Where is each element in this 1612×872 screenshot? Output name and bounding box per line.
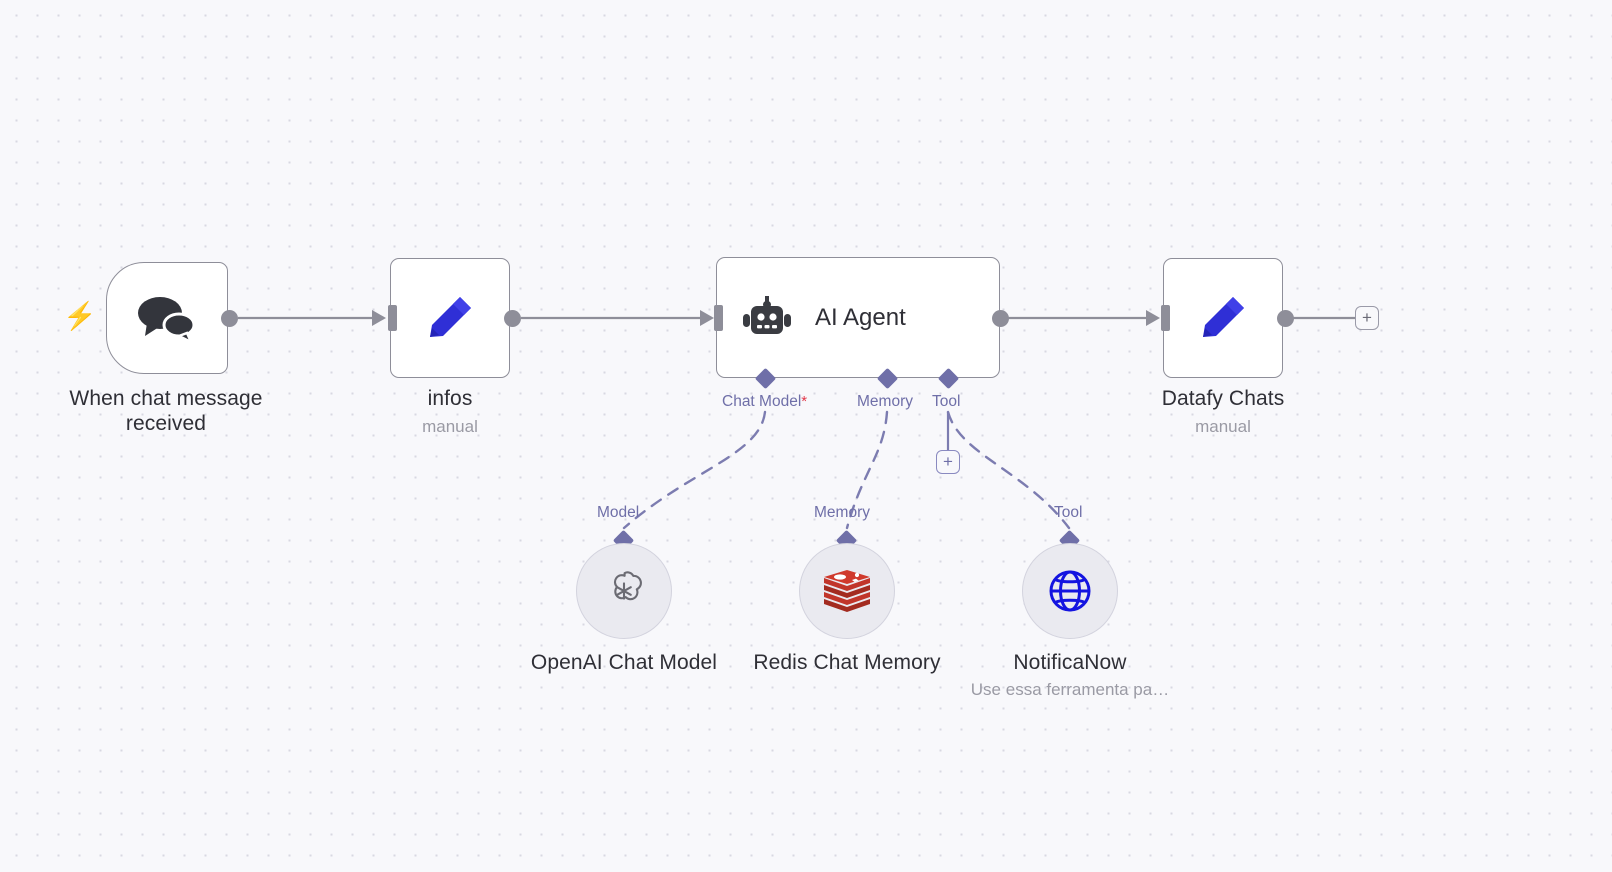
openai-chat-model-label: OpenAI Chat Model bbox=[530, 651, 718, 674]
openai-port-label: Model bbox=[597, 504, 640, 521]
chat-bubbles-icon bbox=[135, 293, 199, 345]
redis-icon bbox=[822, 568, 872, 614]
infos-node-body[interactable] bbox=[390, 258, 510, 378]
datafy-chats-node-subtitle: manual bbox=[1195, 417, 1251, 436]
trigger-node-label: When chat message received bbox=[69, 387, 263, 435]
notificanow-port-label: Tool bbox=[1054, 504, 1083, 521]
datafy-chats-input-port[interactable] bbox=[1153, 305, 1171, 331]
trigger-node-body[interactable] bbox=[106, 262, 228, 374]
redis-chat-memory-label: Redis Chat Memory bbox=[753, 651, 941, 674]
lightning-bolt-icon: ⚡ bbox=[63, 301, 97, 331]
ai-agent-port-memory-label: Memory bbox=[857, 393, 913, 410]
edge-agent-to-openai bbox=[622, 410, 767, 530]
openai-icon bbox=[600, 567, 648, 615]
chat-model-label-text: Chat Model bbox=[722, 393, 802, 410]
edge-agent-to-notificanow bbox=[946, 410, 1071, 530]
pencil-icon bbox=[1192, 287, 1254, 349]
chat-model-required-star: * bbox=[801, 393, 808, 410]
infos-output-port[interactable] bbox=[504, 310, 521, 327]
trigger-output-port[interactable] bbox=[221, 310, 238, 327]
infos-node-label: infos bbox=[427, 387, 473, 410]
datafy-chats-node-body[interactable] bbox=[1163, 258, 1283, 378]
robot-icon bbox=[741, 295, 793, 340]
infos-input-port[interactable] bbox=[380, 305, 398, 331]
add-node-button[interactable]: + bbox=[1355, 306, 1379, 330]
ai-agent-port-chat-model-label: Chat Model* bbox=[722, 393, 807, 411]
notificanow-label: NotificaNow bbox=[1013, 651, 1127, 674]
pencil-icon bbox=[419, 287, 481, 349]
infos-node-subtitle: manual bbox=[422, 417, 478, 436]
ai-agent-node-body[interactable]: AI Agent bbox=[716, 257, 1000, 378]
ai-agent-port-tool-label: Tool bbox=[932, 393, 961, 410]
datafy-chats-node-label: Datafy Chats bbox=[1161, 387, 1285, 410]
redis-chat-memory-node-body[interactable] bbox=[799, 543, 895, 639]
notificanow-node-body[interactable] bbox=[1022, 543, 1118, 639]
ai-agent-node-title: AI Agent bbox=[815, 303, 906, 331]
ai-agent-input-port[interactable] bbox=[706, 305, 724, 331]
globe-icon bbox=[1045, 566, 1095, 616]
datafy-chats-output-port[interactable] bbox=[1277, 310, 1294, 327]
notificanow-subtitle: Use essa ferramenta pa… bbox=[970, 680, 1170, 699]
openai-chat-model-node-body[interactable] bbox=[576, 543, 672, 639]
add-tool-button[interactable]: + bbox=[936, 450, 960, 474]
ai-agent-output-port[interactable] bbox=[992, 310, 1009, 327]
redis-port-label: Memory bbox=[814, 504, 870, 521]
